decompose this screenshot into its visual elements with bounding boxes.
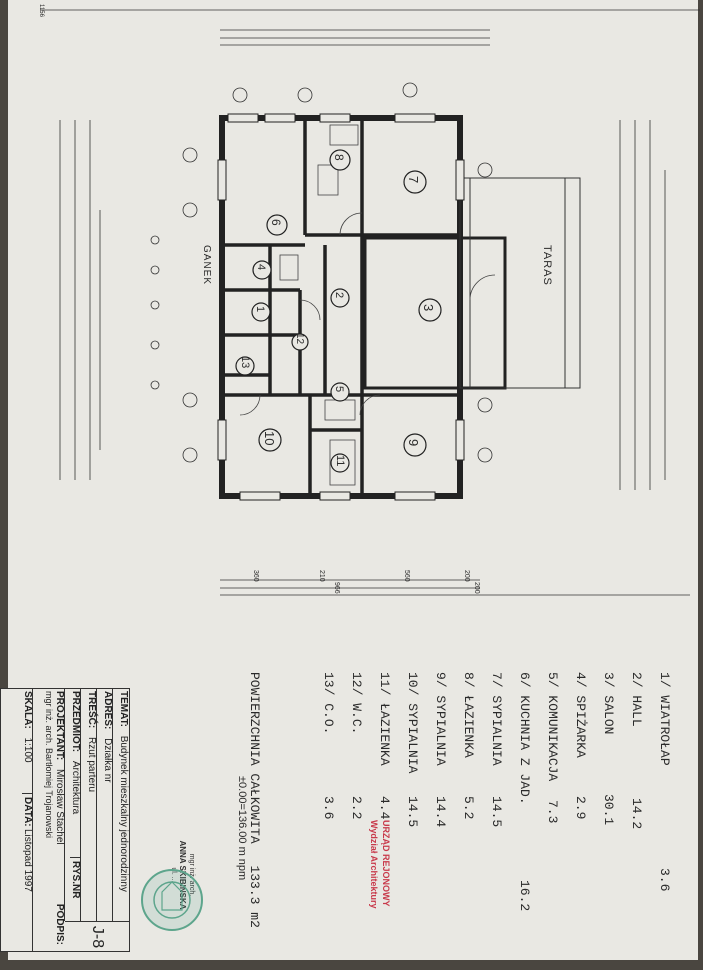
room-area: 2.9 (573, 796, 588, 820)
plan-room-7: 7 (406, 176, 421, 184)
dim-bottom-4: 200 (463, 570, 470, 582)
room-area: 16.2 (517, 880, 532, 912)
plan-room-9: 9 (406, 439, 421, 447)
dim-bottom-3: 560 (403, 570, 410, 582)
room-row: 12/ W.C. (349, 672, 364, 735)
room-area: 14.4 (433, 796, 448, 828)
plan-room-5: 5 (333, 386, 345, 393)
tb-row-projektant: PROJEKTANT: Mirosław Stachel mgr inż. ar… (32, 689, 65, 951)
plan-room-10: 10 (262, 431, 277, 446)
plan-room-13: 13 (239, 356, 251, 369)
room-row: 3/ SALON (601, 672, 616, 735)
room-schedule: 1/ WIATROŁAP 3.6 2/ HALL 14.2 3/ SALON 3… (232, 672, 672, 932)
dim-bottom-6: 200 (473, 582, 480, 594)
room-area: 14.5 (405, 796, 420, 828)
plan-room-2: 2 (333, 292, 345, 299)
total-area-row: POWIERZCHNIA CAŁKOWITA 133.3 m2 (247, 672, 262, 928)
architect-stamp: mgr inż. arch. ANNA SKIBIŃSKA ul. ... (146, 830, 196, 920)
room-area: 14.2 (629, 798, 644, 830)
room-area: 30.1 (601, 794, 616, 826)
room-row: 5/ KOMUNIKACJA (545, 672, 560, 782)
room-area: 14.5 (489, 796, 504, 828)
tb-row-adres: ADRES: Działka nr (96, 689, 113, 921)
dim-bottom-1: 360 (252, 570, 259, 582)
room-row: 2/ HALL (629, 672, 644, 727)
architect-stamp-line1: mgr inż. arch. (188, 853, 195, 897)
room-row: 8/ ŁAZIENKA (461, 672, 476, 758)
room-area: 3.6 (657, 868, 672, 892)
room-row: 13/ C.O. (321, 672, 336, 735)
urzad-stamp-line1: URZĄD REJONOWY (381, 820, 391, 907)
porch-label: GANEK (201, 245, 212, 286)
room-row: 4/ SPIŻARKA (573, 672, 588, 758)
plan-room-12: 12 (294, 333, 305, 345)
room-row: 7/ SYPIALNIA (489, 672, 504, 766)
room-area: 3.6 (321, 796, 336, 820)
urzad-stamp: URZĄD REJONOWY Wydział Architektury (322, 820, 392, 970)
plan-room-3: 3 (421, 304, 436, 312)
room-area: 5.2 (461, 796, 476, 820)
room-row: 1/ WIATROŁAP (657, 672, 672, 766)
dim-bottom-2: 210 (318, 570, 325, 582)
tb-row-skala: SKALA: 1:100 DATA: Listopad 1997 (22, 691, 33, 892)
room-row: 6/ KUCHNIA Z JAD. (517, 672, 532, 805)
room-row: 10/ SYPIALNIA (405, 672, 420, 774)
terrace-label: TARAS (541, 245, 553, 286)
room-area: 2.2 (349, 796, 364, 820)
room-area: 7.3 (545, 800, 560, 824)
plan-room-1: 1 (254, 306, 266, 313)
level-note: ±0.00=136.00 m npm (236, 776, 248, 881)
sheet-number: J-8 (65, 921, 129, 952)
room-row: 9/ SYPIALNIA (433, 672, 448, 766)
plan-room-8: 8 (332, 154, 346, 161)
architect-stamp-line2: ANNA SKIBIŃSKA (178, 840, 187, 910)
tb-row-przedmiot: PRZEDMIOT: Architektura RYS.NR (64, 689, 81, 921)
dim-overall: 1156 (38, 4, 44, 17)
plan-room-4: 4 (255, 264, 267, 271)
room-area: 4.4 (377, 796, 392, 820)
room-row: 11/ ŁAZIENKA (377, 672, 392, 766)
plan-room-6: 6 (269, 219, 283, 226)
tb-row-tresc: TREŚĆ: Rzut parteru (80, 689, 97, 921)
plan-room-11: 11 (334, 455, 346, 467)
architect-stamp-line3: ul. ... (170, 867, 177, 883)
dim-bottom-5: 966 (333, 582, 340, 594)
urzad-stamp-line2: Wydział Architektury (369, 820, 379, 909)
title-block: TEMAT: Budynek mieszkalny jednorodzinny … (0, 688, 130, 952)
tb-row-temat: TEMAT: Budynek mieszkalny jednorodzinny (112, 689, 129, 921)
